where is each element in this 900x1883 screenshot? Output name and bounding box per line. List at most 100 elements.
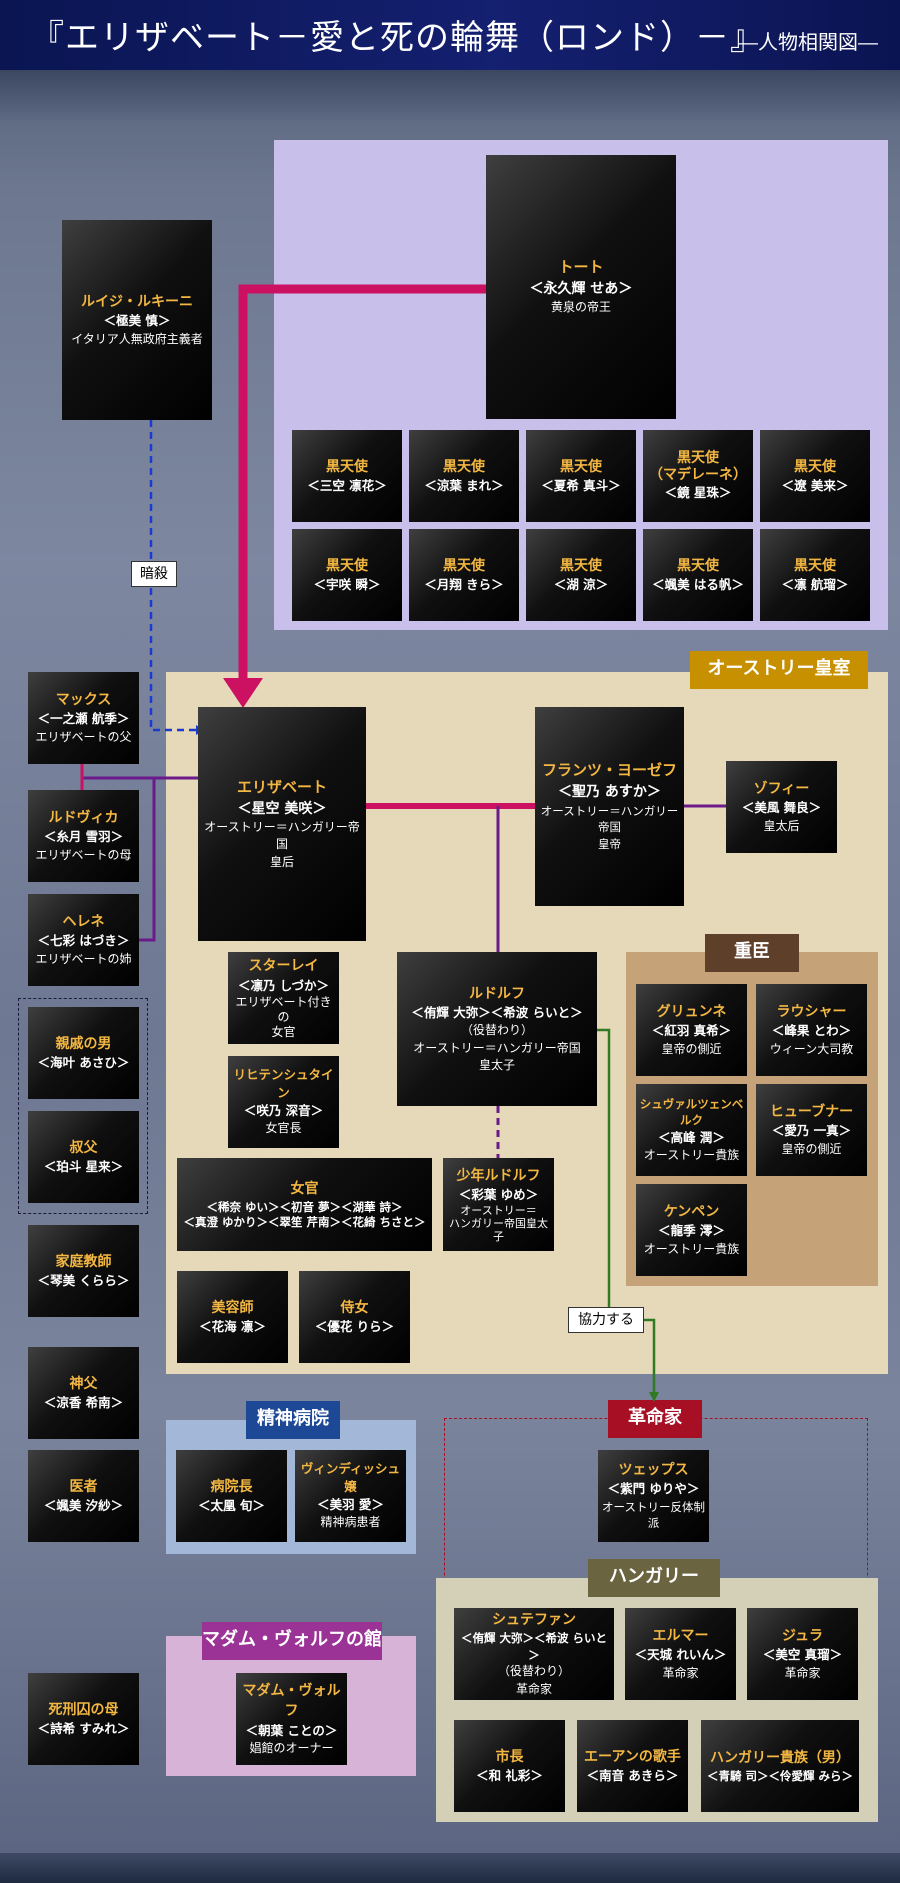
character-card-hubner[interactable]: ヒューブナー ＜愛乃 一真＞ 皇帝の側近 <box>756 1084 867 1176</box>
character-card-ladies-in-waiting[interactable]: 女官 ＜稀奈 ゆい＞＜初音 夢＞＜湖華 詩＞ ＜真澄 ゆかり＞＜翠笙 芹南＞＜花… <box>177 1158 432 1251</box>
character-name: 叔父 <box>69 1139 98 1156</box>
character-card-grunne[interactable]: グリュンネ ＜紅羽 真希＞ 皇帝の側近 <box>636 984 747 1076</box>
character-card-young-rudolf[interactable]: 少年ルドルフ ＜彩葉 ゆめ＞ オーストリー＝ ハンガリー帝国皇太子 <box>443 1158 554 1251</box>
character-actor: ＜太凰 旬＞ <box>198 1498 265 1514</box>
character-actor: ＜遼 美来＞ <box>781 478 849 494</box>
character-card-liechtenstein[interactable]: リヒテンシュタイン ＜咲乃 深音＞ 女官長 <box>228 1056 339 1148</box>
character-actor: ＜峰果 とわ＞ <box>771 1023 852 1039</box>
character-card-franz[interactable]: フランツ・ヨーゼフ ＜聖乃 あすか＞ オーストリー＝ハンガリー帝国 皇帝 <box>535 707 684 906</box>
character-card-schwarzenberg[interactable]: シュヴァルツェンベルク ＜高峰 潤＞ オーストリー貴族 <box>636 1084 747 1176</box>
character-actor: ＜花海 凛＞ <box>199 1319 266 1335</box>
character-card-luigi[interactable]: ルイジ・ルキーニ ＜極美 慎＞ イタリア人無政府主義者 <box>62 220 212 420</box>
character-card-black-angel[interactable]: 黒天使 ＜遼 美来＞ <box>760 430 870 522</box>
character-card-kempen[interactable]: ケンペン ＜龍季 澪＞ オーストリー貴族 <box>636 1184 747 1276</box>
character-role: 革命家 <box>784 1665 821 1680</box>
character-role: エリザベートの姉 <box>35 951 132 966</box>
character-card-beautician[interactable]: 美容師 ＜花海 凛＞ <box>177 1271 288 1363</box>
character-card-black-angel[interactable]: 黒天使＜宇咲 瞬＞ <box>292 529 402 621</box>
character-actor: ＜涼香 希南＞ <box>43 1395 124 1411</box>
character-card-hospital-head[interactable]: 病院長 ＜太凰 旬＞ <box>176 1450 287 1542</box>
character-actor: ＜愛乃 一真＞ <box>771 1123 852 1139</box>
character-name: 女官 <box>290 1181 319 1198</box>
character-name: シュヴァルツェンベルク <box>639 1096 744 1128</box>
header-bar: 『エリザベート－愛と死の輪舞（ロンド）－』 ―人物相関図― <box>0 0 900 70</box>
character-actor: ＜侑輝 大弥＞＜希波 らいと＞ <box>460 1631 607 1662</box>
character-card-maid[interactable]: 侍女 ＜優花 りら＞ <box>299 1271 410 1363</box>
character-actor: ＜彩葉 ゆめ＞ <box>458 1186 539 1202</box>
hungary-heading: ハンガリー <box>588 1559 720 1597</box>
character-actor: ＜青騎 司＞＜伶愛輝 みら＞ <box>706 1768 853 1783</box>
character-role: 娼館のオーナー <box>249 1740 334 1755</box>
character-card-mayor[interactable]: 市長 ＜和 礼彩＞ <box>454 1720 565 1812</box>
character-name: トート <box>558 258 604 277</box>
character-card-rauscher[interactable]: ラウシャー ＜峰果 とわ＞ ウィーン大司教 <box>756 984 867 1076</box>
character-card-tod[interactable]: トート ＜永久輝 せあ＞ 黄泉の帝王 <box>486 155 676 419</box>
character-card-black-angel-madeleine[interactable]: 黒天使 （マデレーネ）＜鏡 星珠＞ <box>643 430 753 522</box>
character-role: エリザベート付きの 女官 <box>235 994 332 1039</box>
character-role: 精神病患者 <box>320 1515 381 1530</box>
character-role: 革命家 <box>515 1681 552 1696</box>
character-card-hungary-noble[interactable]: ハンガリー貴族（男） ＜青騎 司＞＜伶愛輝 みら＞ <box>701 1720 859 1812</box>
page-title: 『エリザベート－愛と死の輪舞（ロンド）－』 <box>30 18 765 58</box>
character-role: オーストリー＝ハンガリー帝国 皇太子 <box>413 1040 581 1072</box>
character-actor: ＜颯美 はる帆＞ <box>652 577 744 593</box>
character-card-rudolf[interactable]: ルドルフ ＜侑輝 大弥＞＜希波 らいと＞ （役替わり） オーストリー＝ハンガリー… <box>397 952 597 1106</box>
character-role: オーストリー＝ハンガリー帝国 皇后 <box>204 819 360 869</box>
character-card-black-angel[interactable]: 黒天使 ＜颯美 はる帆＞ <box>643 529 753 621</box>
character-card-uncle[interactable]: 叔父 ＜珀斗 星来＞ <box>28 1111 139 1203</box>
character-name: ヴィンディッシュ嬢 <box>300 1461 401 1495</box>
character-role: 黄泉の帝王 <box>550 300 611 315</box>
character-card-black-angel[interactable]: 黒天使＜月翔 きら＞ <box>409 529 519 621</box>
character-name: 黒天使 <box>794 458 836 475</box>
character-name: 市長 <box>495 1748 524 1765</box>
character-card-stephan[interactable]: シュテファン ＜侑輝 大弥＞＜希波 らいと＞ （役替わり） 革命家 <box>454 1608 614 1700</box>
character-actor: ＜鏡 星珠＞ <box>664 484 732 500</box>
character-actor: ＜詩希 すみれ＞ <box>37 1721 130 1737</box>
character-name: リヒテンシュタイン <box>233 1067 334 1101</box>
character-card-eljen-singer[interactable]: エーアンの歌手 ＜南音 あきら＞ <box>577 1720 688 1812</box>
character-actor: ＜凛 航瑠＞ <box>781 577 849 593</box>
character-card-ludovika[interactable]: ルドヴィカ ＜糸月 雪羽＞ エリザベートの母 <box>28 790 139 882</box>
character-card-max[interactable]: マックス ＜一之瀬 航季＞ エリザベートの父 <box>28 672 139 764</box>
character-card-black-angel[interactable]: 黒天使＜湖 涼＞ <box>526 529 636 621</box>
character-name: ルドヴィカ <box>48 810 119 827</box>
character-card-black-angel[interactable]: 黒天使＜夏希 真斗＞ <box>526 430 636 522</box>
character-card-sztaray[interactable]: スターレイ ＜凛乃 しづか＞ エリザベート付きの 女官 <box>228 952 339 1044</box>
character-card-helene[interactable]: ヘレネ ＜七彩 はづき＞ エリザベートの姉 <box>28 894 139 986</box>
character-name: スターレイ <box>248 958 319 975</box>
character-name: ルドルフ <box>469 985 525 1002</box>
character-card-madame-wolf[interactable]: マダム・ヴォルフ ＜朝葉 ことの＞ 娼館のオーナー <box>236 1673 347 1765</box>
character-card-windisch[interactable]: ヴィンディッシュ嬢 ＜美羽 愛＞ 精神病患者 <box>295 1450 406 1542</box>
character-name: 侍女 <box>340 1299 369 1316</box>
character-card-prisoner-mother[interactable]: 死刑囚の母 ＜詩希 すみれ＞ <box>28 1673 139 1765</box>
character-name: 美容師 <box>211 1299 254 1316</box>
character-card-relative-man[interactable]: 親戚の男 ＜海叶 あさひ＞ <box>28 1007 139 1099</box>
helene-line <box>139 778 156 942</box>
character-name: 親戚の男 <box>55 1035 112 1052</box>
character-card-elisabeth[interactable]: エリザベート ＜星空 美咲＞ オーストリー＝ハンガリー帝国 皇后 <box>198 707 366 941</box>
character-card-tutor[interactable]: 家庭教師 ＜琴美 くらら＞ <box>28 1225 139 1317</box>
character-card-black-angel[interactable]: 黒天使＜涼葉 まれ＞ <box>409 430 519 522</box>
character-card-sophie[interactable]: ゾフィー ＜美風 舞良＞ 皇太后 <box>726 761 837 853</box>
assassination-label: 暗殺 <box>131 561 177 587</box>
character-card-priest[interactable]: 神父 ＜涼香 希南＞ <box>28 1347 139 1439</box>
character-role: 皇帝の側近 <box>661 1041 722 1056</box>
character-card-julius[interactable]: ジュラ ＜美空 真瑠＞ 革命家 <box>747 1608 858 1700</box>
character-actor: ＜宇咲 瞬＞ <box>313 577 381 593</box>
character-card-zeps[interactable]: ツェップス ＜紫門 ゆりや＞ オーストリー反体制派 <box>598 1450 709 1542</box>
tod-elisabeth-line <box>238 284 486 688</box>
character-role: 革命家 <box>662 1665 699 1680</box>
character-card-black-angel[interactable]: 黒天使＜凛 航瑠＞ <box>760 529 870 621</box>
character-card-doctor[interactable]: 医者 ＜颯美 汐紗＞ <box>28 1450 139 1542</box>
character-name: マダム・ヴォルフ <box>242 1682 341 1720</box>
character-name: マックス <box>55 692 112 709</box>
cooperate-arrow <box>649 1392 659 1402</box>
character-actor: ＜湖 涼＞ <box>553 577 609 593</box>
character-card-elmer[interactable]: エルマー ＜天城 れいん＞ 革命家 <box>625 1608 736 1700</box>
character-card-black-angel[interactable]: 黒天使＜三空 凛花＞ <box>292 430 402 522</box>
character-actor: ＜天城 れいん＞ <box>634 1647 727 1663</box>
character-actor: ＜極美 慎＞ <box>103 313 171 329</box>
character-name: ヒューブナー <box>769 1104 854 1121</box>
character-name: 黒天使 <box>677 557 719 574</box>
character-name: 黒天使 <box>443 458 485 475</box>
